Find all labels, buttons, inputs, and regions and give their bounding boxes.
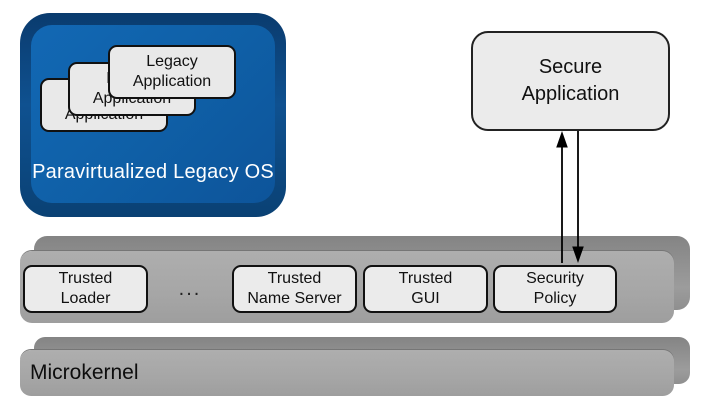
trusted-gui-label-line1: Trusted — [398, 270, 453, 287]
trusted-loader-label-line2: Loader — [60, 290, 111, 307]
microkernel-slab — [20, 350, 674, 396]
security-policy-label-line2: Policy — [533, 290, 577, 307]
trusted-name-server-label-line2: Name Server — [247, 290, 342, 307]
trusted-gui-box: Trusted GUI — [363, 265, 488, 313]
services-ellipsis: ... — [178, 278, 202, 300]
legacy-app-box-front: Legacy Application — [108, 45, 236, 99]
legacy-app-label-line2: Application — [132, 73, 212, 90]
legacy-app-label-line1: Legacy — [146, 53, 198, 70]
trusted-name-server-label-line1: Trusted — [267, 270, 322, 287]
legacy-os-label: Paravirtualized Legacy OS — [32, 161, 274, 183]
secure-application-box: Secure Application — [471, 31, 670, 131]
secure-application-label-line2: Application — [521, 83, 620, 105]
security-policy-box: Security Policy — [493, 265, 617, 313]
trusted-loader-box: Trusted Loader — [23, 265, 148, 313]
trusted-loader-label-line1: Trusted — [58, 270, 113, 287]
trusted-name-server-box: Trusted Name Server — [232, 265, 357, 313]
trusted-gui-label-line2: GUI — [411, 290, 440, 307]
security-policy-label-line1: Security — [526, 270, 584, 287]
microkernel-label: Microkernel — [30, 361, 139, 384]
secure-application-label-line1: Secure — [538, 56, 603, 78]
